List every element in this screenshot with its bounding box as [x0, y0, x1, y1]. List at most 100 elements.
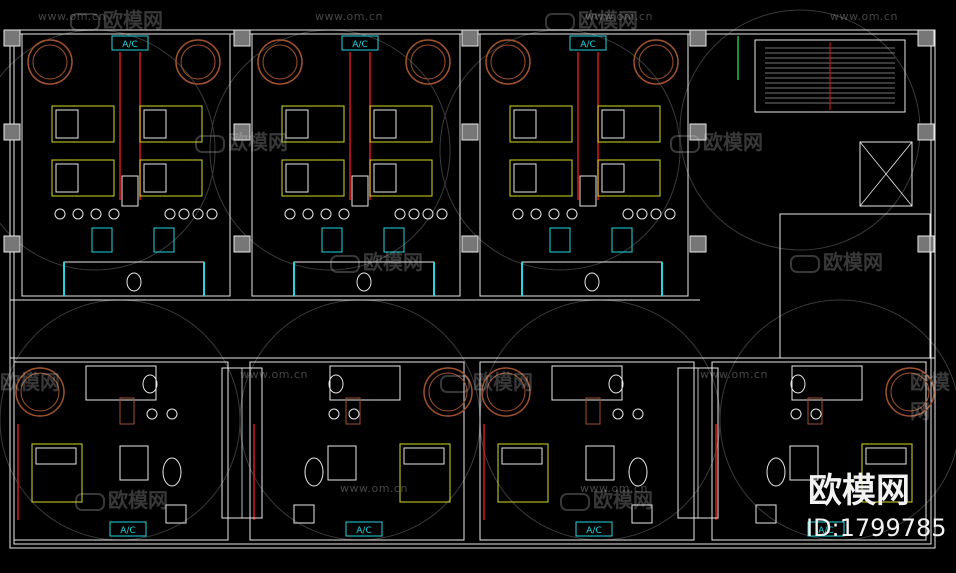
structural-column: [3, 235, 21, 253]
sink: [90, 208, 102, 220]
outer-wall: [9, 29, 936, 549]
pillow: [143, 109, 167, 139]
ac-label: A/C: [818, 526, 833, 536]
watermark-brand: 欧模网: [560, 484, 653, 513]
sink: [622, 208, 634, 220]
sink: [108, 208, 120, 220]
room-outline: [711, 361, 927, 541]
shaft-box: [579, 175, 597, 207]
pillow: [513, 163, 537, 193]
bed: [139, 105, 203, 143]
sink: [436, 208, 448, 220]
elevator-cross: [859, 141, 913, 207]
structural-column: [689, 29, 707, 47]
toilet: [328, 374, 344, 394]
pillow: [373, 163, 397, 193]
wardrobe: [119, 397, 135, 425]
side-table: [162, 457, 182, 487]
watermark-brand: 欧模网: [75, 484, 168, 513]
watermark-site: www.om.cn: [340, 482, 408, 495]
structural-column: [461, 235, 479, 253]
sink: [790, 408, 802, 420]
shower: [383, 227, 405, 253]
sink: [348, 408, 360, 420]
pillow: [285, 109, 309, 139]
watermark-brand: 欧模网: [545, 4, 638, 33]
chair: [165, 504, 187, 524]
bathroom-pod: [551, 365, 623, 401]
shaft-box: [121, 175, 139, 207]
room-outline: [479, 33, 689, 297]
bathroom-pod: [85, 365, 157, 401]
structural-column: [917, 235, 935, 253]
chair: [755, 504, 777, 524]
sink: [166, 408, 178, 420]
round-table-inner: [180, 44, 216, 80]
watermark-brand: 欧模网: [440, 366, 533, 395]
watermark-brand: 欧模网: [330, 246, 423, 275]
watermark-site: www.om.cn: [580, 482, 648, 495]
ac-label: A/C: [586, 526, 601, 536]
elevator: [859, 141, 913, 207]
bed: [497, 443, 549, 503]
shower: [153, 227, 175, 253]
stair-core: [737, 36, 931, 359]
bed: [369, 159, 433, 197]
sink: [206, 208, 218, 220]
structural-column: [689, 235, 707, 253]
side-table: [766, 457, 786, 487]
side-table: [628, 457, 648, 487]
sink: [632, 408, 644, 420]
structural-column: [461, 29, 479, 47]
id-watermark: ID:1799785: [806, 514, 947, 542]
structural-column: [233, 235, 251, 253]
watermark-brand: 欧模网: [0, 370, 60, 394]
bathroom-pod: [791, 365, 863, 401]
armchair: [585, 445, 615, 481]
sink: [328, 408, 340, 420]
round-table: [633, 39, 679, 85]
room-outline: [479, 361, 695, 541]
watermark-brand: 欧模网: [910, 370, 950, 423]
stair-outline: [754, 39, 906, 113]
sink: [338, 208, 350, 220]
pillow: [55, 109, 79, 139]
sink: [548, 208, 560, 220]
round-table: [257, 39, 303, 85]
structural-column: [233, 123, 251, 141]
ac-label-box: [807, 521, 845, 537]
room-outline: [21, 33, 231, 297]
room-outline: [249, 361, 465, 541]
round-table-inner: [486, 372, 526, 412]
bed: [51, 159, 115, 197]
armchair: [119, 445, 149, 481]
toilet: [126, 272, 142, 292]
ac-label-box: [111, 35, 149, 51]
structural-column: [917, 29, 935, 47]
sink: [530, 208, 542, 220]
shower: [549, 227, 571, 253]
round-table-inner: [428, 372, 468, 412]
pillow: [143, 163, 167, 193]
sink: [146, 408, 158, 420]
side-table: [304, 457, 324, 487]
toilet: [790, 374, 806, 394]
round-table: [405, 39, 451, 85]
pillow: [865, 447, 907, 465]
ac-label-box: [569, 35, 607, 51]
sink: [612, 408, 624, 420]
bed: [369, 105, 433, 143]
sink: [320, 208, 332, 220]
pillow: [513, 109, 537, 139]
round-table: [481, 367, 531, 417]
ac-label: A/C: [580, 40, 595, 50]
bed: [597, 105, 661, 143]
watermark-brand: 欧模网: [195, 126, 288, 155]
ac-label-box: [345, 521, 383, 537]
wardrobe: [345, 397, 361, 425]
armchair: [327, 445, 357, 481]
ac-label: A/C: [120, 526, 135, 536]
sink: [408, 208, 420, 220]
walls: [3, 29, 936, 549]
